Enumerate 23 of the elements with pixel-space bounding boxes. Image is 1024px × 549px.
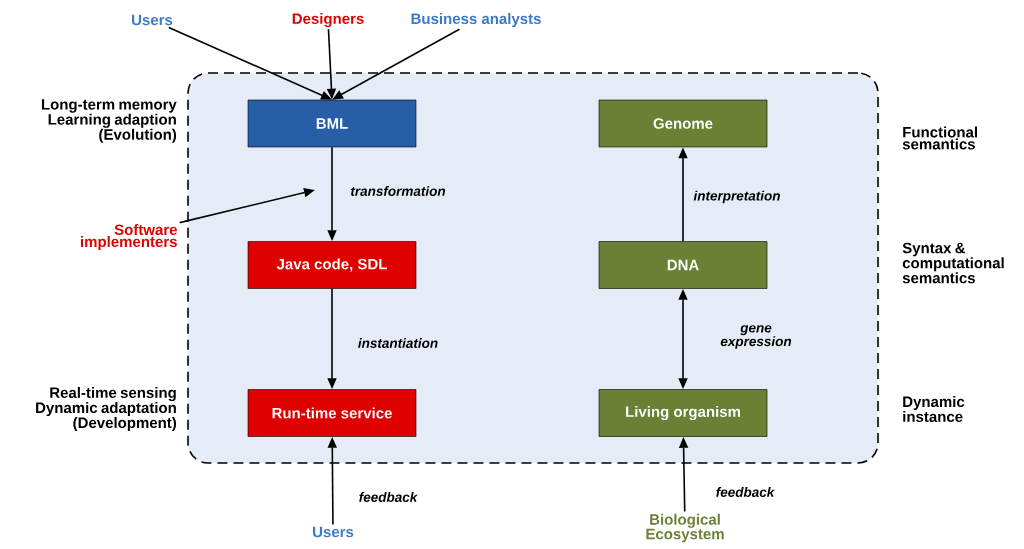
process-box: DNA bbox=[598, 241, 768, 289]
actor-label: Users bbox=[132, 14, 173, 26]
edge-label: feedback bbox=[716, 487, 775, 497]
actor-label: Biological Ecosystem bbox=[646, 513, 724, 543]
side-label: Functional semantics bbox=[902, 126, 977, 150]
actor-label: Users bbox=[313, 526, 354, 538]
side-label: Real-time sensing Dynamic adaptation (Development) bbox=[36, 387, 177, 431]
side-label: Dynamic instance bbox=[903, 396, 965, 422]
edge-label: transformation bbox=[350, 186, 446, 196]
side-label: Long-term memory Learning adaption (Evolution) bbox=[41, 99, 177, 143]
process-box: Java code, SDL bbox=[247, 241, 417, 289]
process-box: Living organism bbox=[598, 389, 768, 437]
process-box: BML bbox=[247, 99, 417, 148]
actor-label: Software implementers bbox=[81, 224, 177, 250]
actor-label: Designers bbox=[292, 13, 364, 28]
edge-label: gene expression bbox=[720, 325, 792, 349]
edge-label: instantiation bbox=[358, 338, 438, 348]
actor-label: Business analysts bbox=[411, 13, 541, 27]
side-label: Syntax & computational semantics bbox=[902, 242, 1004, 284]
edge-label: interpretation bbox=[693, 190, 780, 204]
edge-label: feedback bbox=[359, 492, 418, 502]
process-box: Run-time service bbox=[247, 389, 417, 437]
process-box: Genome bbox=[598, 99, 768, 148]
